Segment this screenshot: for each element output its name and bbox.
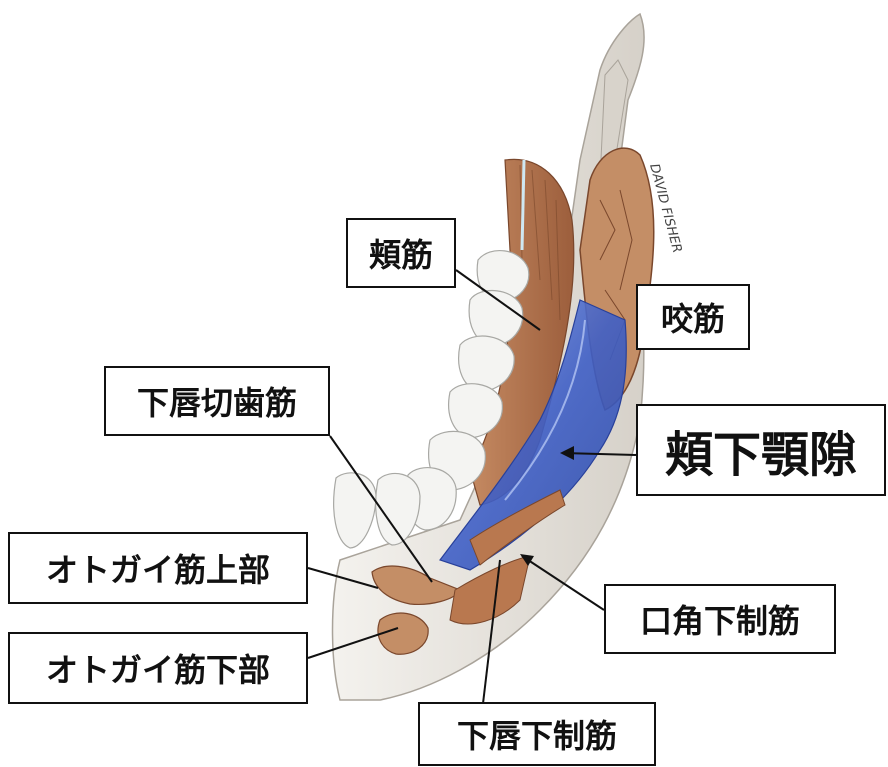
label-mentalis-upper: オトガイ筋上部 bbox=[8, 532, 308, 604]
label-depressor-anguli-oris: 口角下制筋 bbox=[604, 584, 836, 654]
label-depressor-labii-inferioris: 下唇下制筋 bbox=[418, 702, 656, 766]
label-masseter: 咬筋 bbox=[636, 284, 750, 350]
label-buccinator: 頬筋 bbox=[346, 218, 456, 288]
label-incisivus-labii-inferioris: 下唇切歯筋 bbox=[104, 366, 330, 436]
label-buccomandibular-space: 頬下顎隙 bbox=[636, 404, 886, 496]
label-mentalis-lower: オトガイ筋下部 bbox=[8, 632, 308, 704]
